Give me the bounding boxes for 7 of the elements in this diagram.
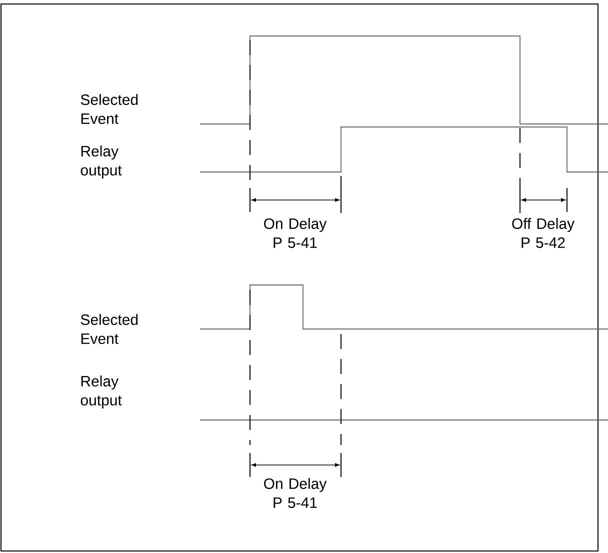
signal-label: Selected Event bbox=[80, 314, 138, 344]
signal-label: Relay output bbox=[80, 376, 122, 408]
delay-label: On Delay P 5-41 bbox=[264, 478, 327, 508]
signal-label: Relay output bbox=[80, 146, 122, 178]
signal-label: Selected Event bbox=[80, 94, 138, 124]
delay-label: On Delay P 5-41 bbox=[264, 218, 327, 248]
delay-label: Off Delay P 5-42 bbox=[512, 218, 574, 248]
